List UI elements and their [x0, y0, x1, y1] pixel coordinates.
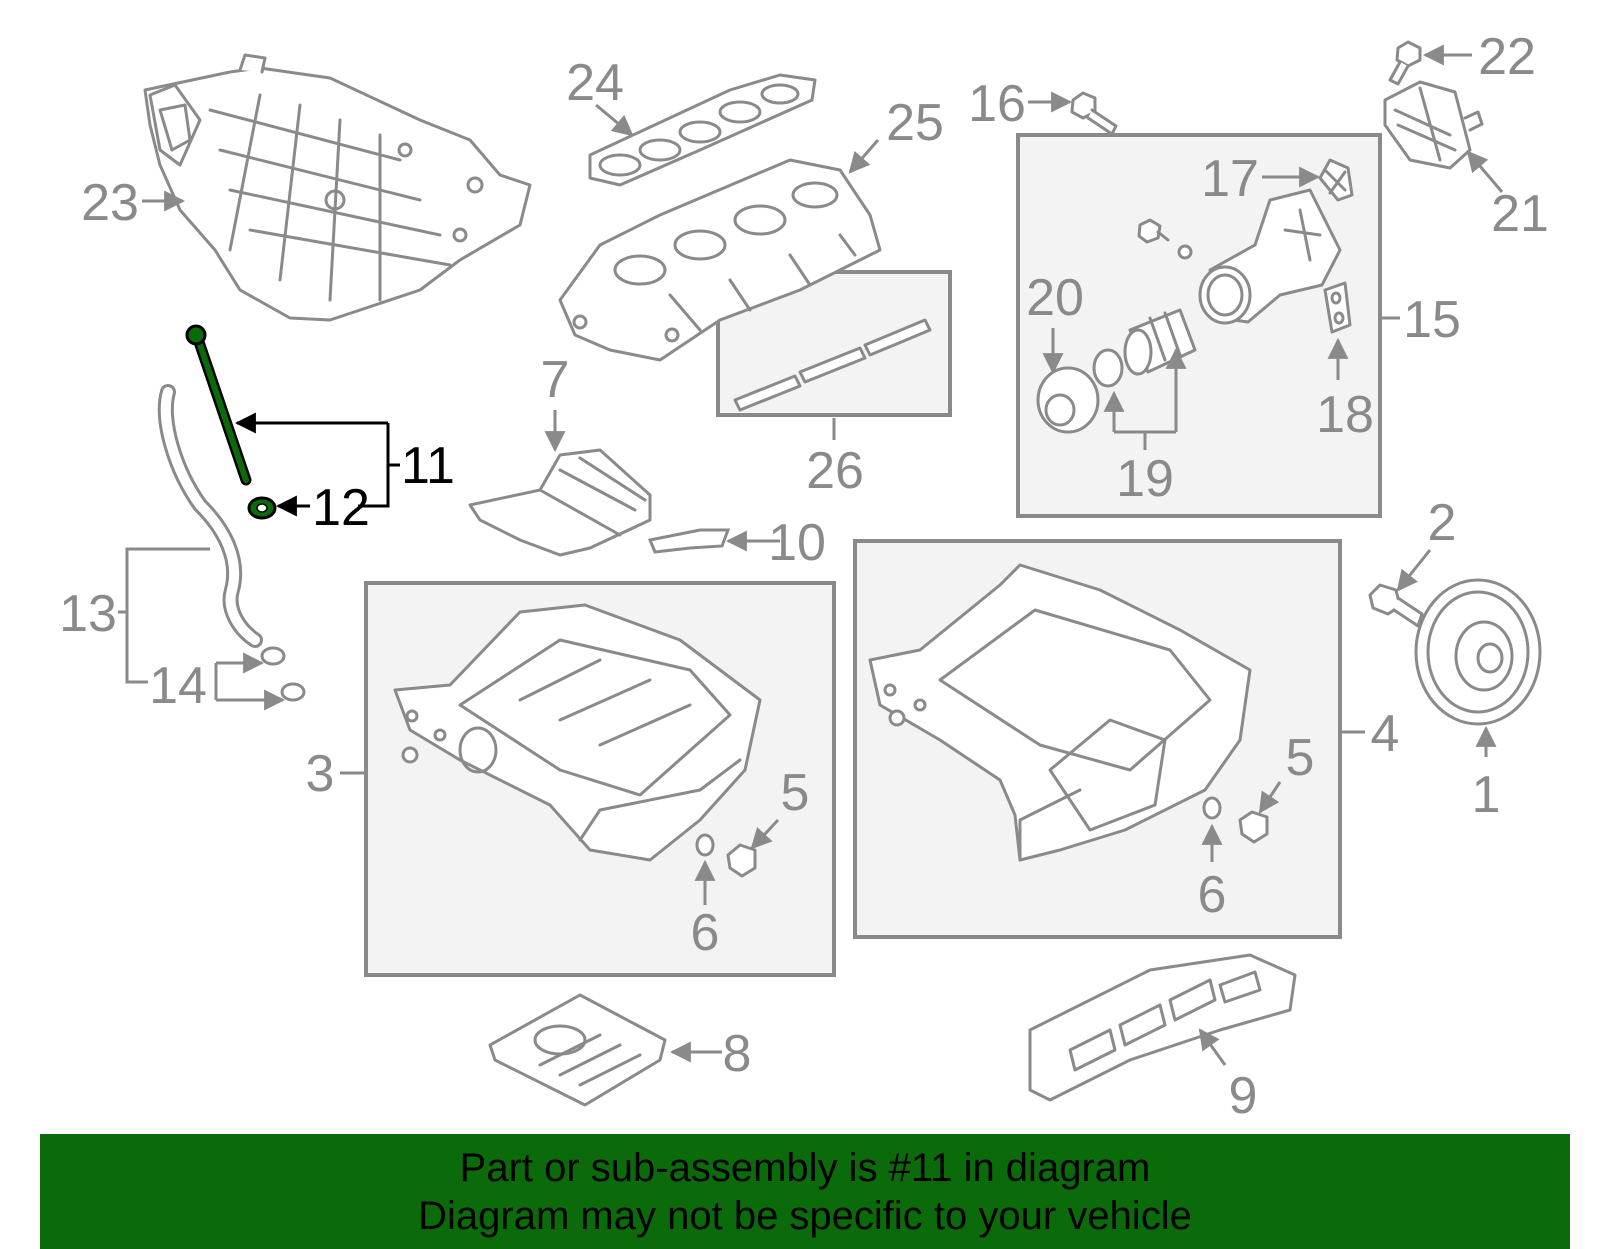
callout-10: 10	[768, 514, 826, 572]
leader-9	[1198, 1028, 1227, 1066]
callout-3: 3	[306, 745, 335, 803]
callout-22: 22	[1478, 28, 1536, 86]
callout-6-left: 6	[691, 904, 720, 962]
housing-gasket-18	[1323, 281, 1352, 334]
filter-housing	[1198, 188, 1342, 325]
callout-17: 17	[1201, 150, 1259, 208]
filter-cap	[1036, 366, 1100, 434]
callout-19: 19	[1116, 450, 1174, 508]
callout-18: 18	[1316, 386, 1374, 444]
callout-13: 13	[59, 585, 117, 643]
bracket-11	[358, 423, 390, 508]
callout-4: 4	[1371, 705, 1400, 763]
bracket-13	[125, 547, 210, 684]
callout-8: 8	[723, 1025, 752, 1083]
callout-21: 21	[1491, 185, 1549, 243]
callout-14: 14	[149, 657, 207, 715]
drain-bolt-right	[1202, 796, 1269, 844]
oil-pan-upper-right	[868, 563, 1252, 862]
pulley-bolt	[1368, 583, 1424, 628]
plug-4	[888, 709, 906, 727]
dipstick-tube-inner	[160, 387, 260, 645]
callout-15: 15	[1403, 291, 1461, 349]
group-box-15	[1016, 133, 1382, 518]
intake-manifold-upper	[143, 53, 532, 322]
drain-bolt-left	[695, 833, 757, 878]
callout-5-left: 5	[781, 764, 810, 822]
housing-gasket-17	[1318, 158, 1354, 202]
tube-washers	[260, 646, 306, 702]
oil-cooler	[1383, 80, 1484, 170]
callout-25: 25	[886, 94, 944, 152]
callout-6-right: 6	[1198, 866, 1227, 924]
callout-7: 7	[541, 351, 570, 409]
dipstick-o-ring	[247, 496, 277, 520]
bolt-22	[1388, 40, 1422, 86]
housing-bolt	[1137, 218, 1193, 260]
callout-12: 12	[312, 479, 370, 537]
callout-1: 1	[1472, 766, 1501, 824]
banner-line-part: Part or sub-assembly is #11 in diagram	[459, 1145, 1151, 1190]
callout-2: 2	[1428, 494, 1457, 552]
oil-pan-upper-left	[393, 603, 762, 862]
callout-20: 20	[1026, 269, 1084, 327]
callout-5-right: 5	[1286, 729, 1315, 787]
leader-24	[595, 103, 634, 137]
oil-dipstick	[185, 324, 252, 486]
callout-9: 9	[1229, 1067, 1258, 1125]
seal-10	[647, 528, 731, 554]
oil-pan-lower	[1028, 953, 1297, 1102]
leader-2	[1396, 549, 1432, 592]
callout-16: 16	[968, 75, 1026, 133]
filter-o-ring	[1092, 348, 1124, 388]
gasket-strips	[733, 318, 932, 412]
plug-3	[401, 746, 419, 764]
oil-baffle	[468, 448, 652, 557]
callout-11: 11	[401, 437, 455, 495]
callout-24: 24	[566, 54, 624, 112]
leader-21	[1466, 150, 1504, 193]
intake-manifold-lower	[558, 158, 882, 362]
intake-gasket	[588, 73, 817, 187]
leader-25	[848, 139, 880, 174]
callout-23: 23	[81, 174, 139, 232]
banner-line-disclaimer: Diagram may not be specific to your vehi…	[418, 1193, 1192, 1238]
oil-pan-cover	[488, 993, 667, 1107]
leader-5a	[750, 818, 780, 850]
info-banner: Part or sub-assembly is #11 in diagram D…	[40, 1134, 1570, 1249]
crank-pulley	[1414, 578, 1542, 726]
callout-26: 26	[806, 442, 864, 500]
leader-5b	[1258, 781, 1282, 814]
bolt-16	[1070, 91, 1118, 136]
